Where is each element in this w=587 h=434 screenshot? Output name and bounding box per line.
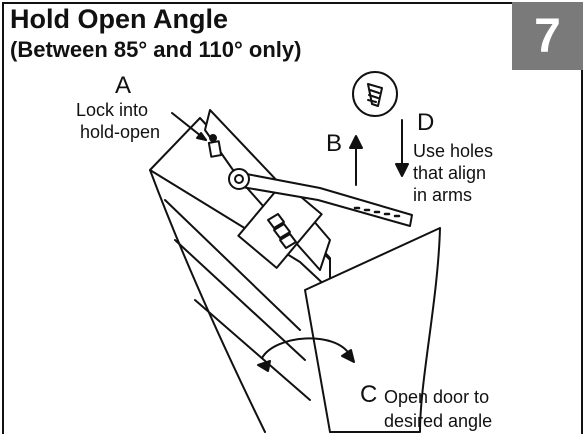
open-door <box>304 227 441 433</box>
callout-a-line2: hold-open <box>80 122 161 142</box>
callout-d-letter: D <box>417 109 435 136</box>
callout-a-letter: A <box>115 72 132 99</box>
callout-c-line1: Open door to <box>384 387 490 407</box>
callout-d-line3: in arms <box>413 185 473 205</box>
arrow-c <box>261 337 351 359</box>
callout-c-line2: desired angle <box>384 411 493 431</box>
callout-d-line1: Use holes <box>413 141 494 161</box>
step-number-badge: 7 <box>512 2 583 70</box>
callout-c-letter: C <box>360 381 378 408</box>
lock-button <box>207 140 223 158</box>
closer-coil <box>267 213 297 249</box>
door-face-left <box>149 169 266 433</box>
callout-d-line2: that align <box>413 163 487 183</box>
page-subtitle: (Between 85° and 110° only) <box>10 37 302 62</box>
callout-b-letter: B <box>326 130 343 157</box>
callout-a-line1: Lock into <box>76 100 149 120</box>
door-panel-lines <box>164 199 311 401</box>
arm-holes <box>353 206 401 218</box>
page-title: Hold Open Angle <box>10 4 228 34</box>
